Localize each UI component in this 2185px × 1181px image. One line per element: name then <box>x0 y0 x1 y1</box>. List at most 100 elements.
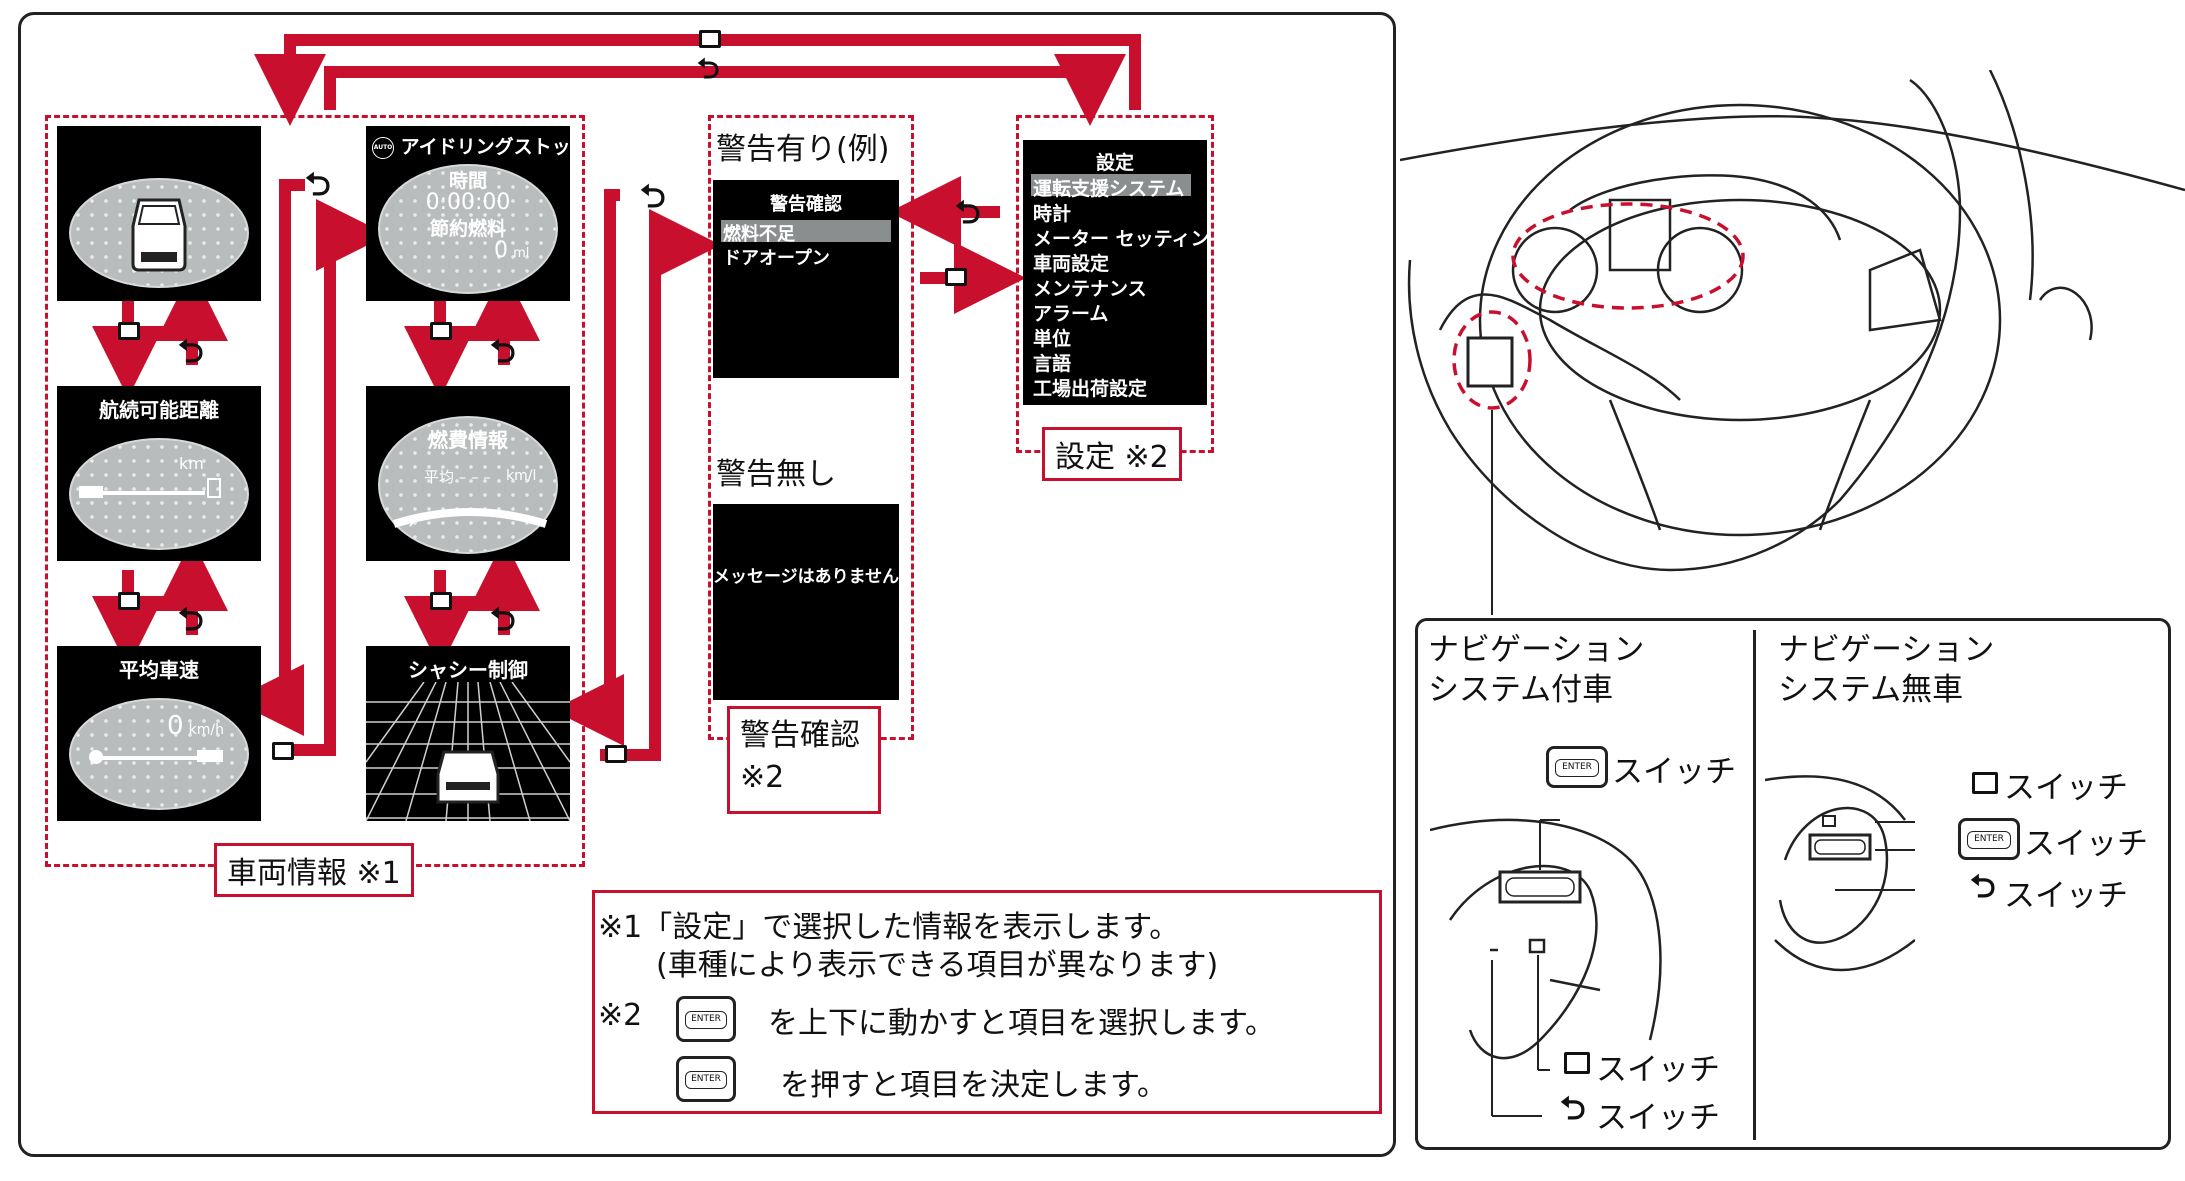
no-message-text: メッセージはありません <box>713 567 899 587</box>
tab-switch-icon <box>118 322 140 340</box>
back-switch-icon: ⮌ <box>305 165 331 203</box>
idle-time-value: 0:00:00 <box>425 190 511 215</box>
settings-item[interactable]: メンテナンス <box>1033 278 1147 300</box>
steering-wheel-illustration <box>1400 70 2185 615</box>
screen-warning-list: 警告確認 燃料不足 ドアオープン <box>713 180 899 378</box>
screen-no-message: メッセージはありません <box>713 504 899 700</box>
settings-item[interactable]: 言語 <box>1033 353 1072 375</box>
tab-switch-icon <box>699 30 721 48</box>
warning-box-title: 警告確認 <box>740 718 860 753</box>
enter-switch-icon: ENTER <box>676 996 736 1042</box>
fuel-avg-row: 平均 – – – <box>424 466 491 487</box>
screen-title: 平均車速 <box>119 658 199 682</box>
back-switch-icon: ⮌ <box>490 600 516 638</box>
warning-item[interactable]: 燃料不足 <box>723 224 795 245</box>
fuel-saved-value: 0 <box>494 238 508 263</box>
enter-switch-icon: ENTER <box>676 1056 736 1102</box>
settings-item-selected[interactable] <box>1031 174 1191 196</box>
speed-value: 0 <box>167 711 184 741</box>
screen-driving-range: 航続可能距離 km <box>57 386 261 561</box>
screen-idle-stop: AUTO アイドリングストップ 時間 0:00:00 節約燃料 0 ml <box>366 126 570 301</box>
back-switch-icon: ⮌ <box>697 52 720 85</box>
warning-box-label: 警告確認 ※2 <box>727 706 881 814</box>
note-2-prefix: ※2 <box>598 998 643 1033</box>
fuel-unit: km/l <box>506 468 537 484</box>
enter-switch-icon: ENTER <box>1546 746 1608 788</box>
chassis-grid <box>366 682 570 821</box>
warning-box-note: ※2 <box>740 760 785 795</box>
back-switch-icon: ⮌ <box>1970 867 1996 905</box>
flow-arrows <box>92 34 1141 761</box>
fuel-saved-label: 節約燃料 <box>429 218 506 240</box>
with-nav-switch-illustration <box>1430 818 1662 1117</box>
idle-time-label: 時間 <box>448 170 487 192</box>
tab-switch-icon <box>430 322 452 340</box>
panel-divider <box>1753 630 1756 1140</box>
screen-chassis-control: シャシー制御 <box>366 646 570 821</box>
tab-switch-icon <box>118 592 140 610</box>
settings-item[interactable]: 単位 <box>1033 328 1072 350</box>
note-1: ※1「設定」で選択した情報を表示します。 <box>598 910 1180 945</box>
back-switch-label: スイッチ <box>1596 1100 1720 1136</box>
warning-with-label: 警告有り(例) <box>716 124 894 168</box>
back-switch-icon: ⮌ <box>640 177 666 215</box>
note-1-sub: (車種により表示できる項目が異なります) <box>656 948 1219 983</box>
speed-bar <box>97 756 197 760</box>
start-dot <box>89 750 103 764</box>
auto-icon: AUTO <box>372 136 394 159</box>
back-switch-label: スイッチ <box>2004 878 2128 914</box>
screen-title: シャシー制御 <box>408 658 528 682</box>
range-bar <box>97 491 205 495</box>
screen-fuel-economy: 燃費情報 平均 – – – km/l <box>366 386 570 561</box>
note-2-press: を押すと項目を決定します。 <box>780 1068 1167 1103</box>
fuel-avg-label: 平均 <box>424 468 455 486</box>
screen-settings-menu: 設定 運転支援システム 時計 メーター セッティング 車両設定 メンテナンス ア… <box>1023 140 1207 405</box>
tab-switch-icon <box>945 268 967 286</box>
settings-item[interactable]: メーター セッティング <box>1033 228 1207 250</box>
enter-switch-label: スイッチ <box>2024 826 2148 862</box>
enter-switch-label: スイッチ <box>1612 754 1736 790</box>
settings-item[interactable]: 運転支援システム <box>1033 178 1185 200</box>
tab-switch-icon <box>1564 1052 1590 1074</box>
warning-item[interactable]: ドアオープン <box>723 248 830 269</box>
tab-switch-label: スイッチ <box>2004 770 2128 806</box>
without-nav-title: ナビゲーションシステム無車 <box>1778 632 1995 708</box>
screen-title: 燃費情報 <box>428 428 508 452</box>
settings-item[interactable]: 車両設定 <box>1033 253 1110 275</box>
with-nav-title: ナビゲーションシステム付車 <box>1428 632 1645 708</box>
without-nav-switch-illustration <box>1765 775 1915 972</box>
back-switch-icon: ⮌ <box>490 332 516 370</box>
unit-label: km <box>179 454 204 473</box>
back-switch-icon: ⮌ <box>178 332 204 370</box>
tab-switch-icon <box>1972 772 1998 794</box>
note-2-move: を上下に動かすと項目を選択します。 <box>768 1006 1275 1041</box>
tab-switch-icon <box>272 742 294 760</box>
warning-without-label: 警告無し <box>716 457 836 492</box>
settings-item[interactable]: 時計 <box>1033 203 1072 225</box>
settings-item[interactable]: 工場出荷設定 <box>1033 378 1148 400</box>
settings-item[interactable]: アラーム <box>1033 303 1109 325</box>
back-switch-icon: ⮌ <box>955 193 981 231</box>
back-switch-icon: ⮌ <box>1560 1089 1586 1127</box>
screen-title: 設定 <box>1095 152 1134 174</box>
warning-item-selected[interactable] <box>721 220 891 242</box>
back-switch-icon: ⮌ <box>178 600 204 638</box>
fuel-saved-readout: 0 ml <box>494 238 529 263</box>
screen-title: 航続可能距離 <box>99 398 219 422</box>
enter-switch-icon: ENTER <box>1958 818 2020 860</box>
truck-icon <box>79 486 103 498</box>
tab-switch-icon <box>605 745 627 763</box>
fuel-avg-value: – – – <box>458 468 491 486</box>
truck-icon <box>197 750 223 762</box>
economy-gauge <box>392 508 548 528</box>
screen-average-speed: 平均車速 0 km/h <box>57 646 261 821</box>
fuel-pump-icon <box>207 478 221 498</box>
fuel-saved-unit: ml <box>513 246 530 261</box>
speed-unit: km/h <box>188 722 224 738</box>
car-icon <box>131 198 187 272</box>
screen-title: 警告確認 <box>770 194 842 215</box>
tab-switch-label: スイッチ <box>1596 1052 1720 1088</box>
speed-readout: 0 km/h <box>167 711 224 741</box>
screen-car-overview <box>57 126 261 301</box>
vehicle-info-label: 車両情報 ※1 <box>214 843 414 897</box>
